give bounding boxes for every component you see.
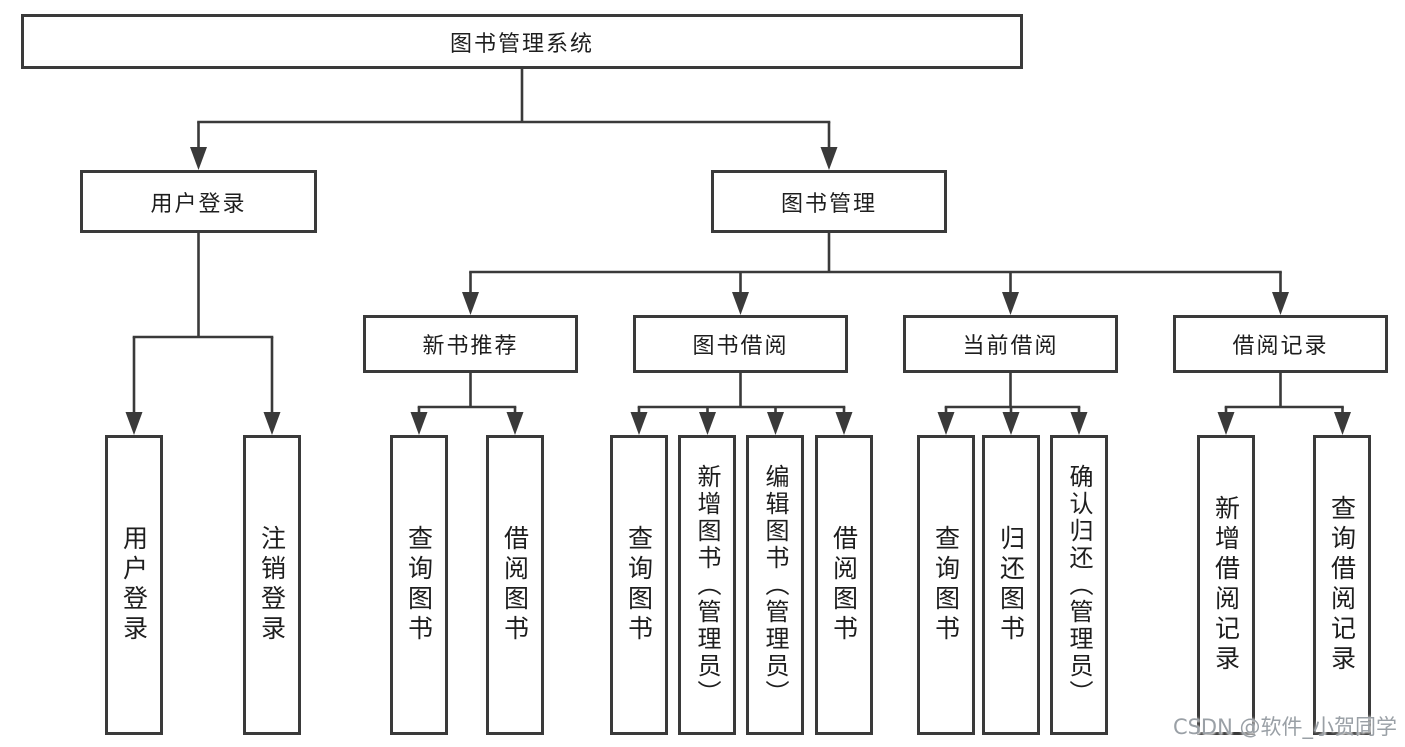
node-borrow-records: 借阅记录: [1173, 315, 1388, 373]
leaf-bb-edit-books-admin: 编辑图书（管理员）: [746, 435, 804, 735]
leaf-cb-query-books-label: 查询图书: [931, 525, 961, 645]
node-root-label: 图书管理系统: [449, 31, 594, 57]
leaf-logout-login-label: 注销登录: [257, 525, 287, 645]
leaf-bb-edit-books-admin-label: 编辑图书（管理员）: [761, 463, 789, 707]
leaf-bb-borrow-books: 借阅图书: [815, 435, 873, 735]
leaf-cb-return-books: 归还图书: [982, 435, 1040, 735]
leaf-logout-login: 注销登录: [243, 435, 301, 735]
leaf-cb-confirm-return-admin: 确认归还（管理员）: [1050, 435, 1108, 735]
leaf-cb-return-books-label: 归还图书: [996, 525, 1026, 645]
node-book-borrow: 图书借阅: [633, 315, 848, 373]
node-root: 图书管理系统: [21, 14, 1023, 69]
leaf-br-query-borrow-record-label: 查询借阅记录: [1327, 495, 1357, 675]
leaf-nbr-borrow-books-label: 借阅图书: [500, 525, 530, 645]
csdn-watermark: CSDN @软件_小贺同学: [1172, 715, 1397, 739]
leaf-nbr-borrow-books: 借阅图书: [486, 435, 544, 735]
leaf-user-login-label: 用户登录: [119, 525, 149, 645]
leaf-nbr-query-books: 查询图书: [390, 435, 448, 735]
node-book-management: 图书管理: [711, 170, 947, 233]
node-new-book-recommend-label: 新书推荐: [422, 334, 519, 359]
node-book-management-label: 图书管理: [780, 191, 877, 217]
node-user-login: 用户登录: [80, 170, 317, 233]
leaf-cb-confirm-return-admin-label: 确认归还（管理员）: [1065, 463, 1093, 707]
leaf-user-login: 用户登录: [105, 435, 163, 735]
leaf-bb-add-books-admin-label: 新增图书（管理员）: [693, 463, 721, 707]
leaf-br-add-borrow-record: 新增借阅记录: [1197, 435, 1255, 735]
leaf-br-query-borrow-record: 查询借阅记录: [1313, 435, 1371, 735]
leaf-br-add-borrow-record-label: 新增借阅记录: [1211, 495, 1241, 675]
leaf-nbr-query-books-label: 查询图书: [404, 525, 434, 645]
node-current-borrow: 当前借阅: [903, 315, 1118, 373]
leaf-bb-query-books-label: 查询图书: [624, 525, 654, 645]
leaf-bb-add-books-admin: 新增图书（管理员）: [678, 435, 736, 735]
leaf-bb-query-books: 查询图书: [610, 435, 668, 735]
node-borrow-records-label: 借阅记录: [1232, 334, 1329, 359]
leaf-cb-query-books: 查询图书: [917, 435, 975, 735]
node-current-borrow-label: 当前借阅: [962, 334, 1059, 359]
node-new-book-recommend: 新书推荐: [363, 315, 578, 373]
node-user-login-label: 用户登录: [150, 191, 247, 217]
leaf-bb-borrow-books-label: 借阅图书: [829, 525, 859, 645]
node-book-borrow-label: 图书借阅: [692, 334, 789, 359]
